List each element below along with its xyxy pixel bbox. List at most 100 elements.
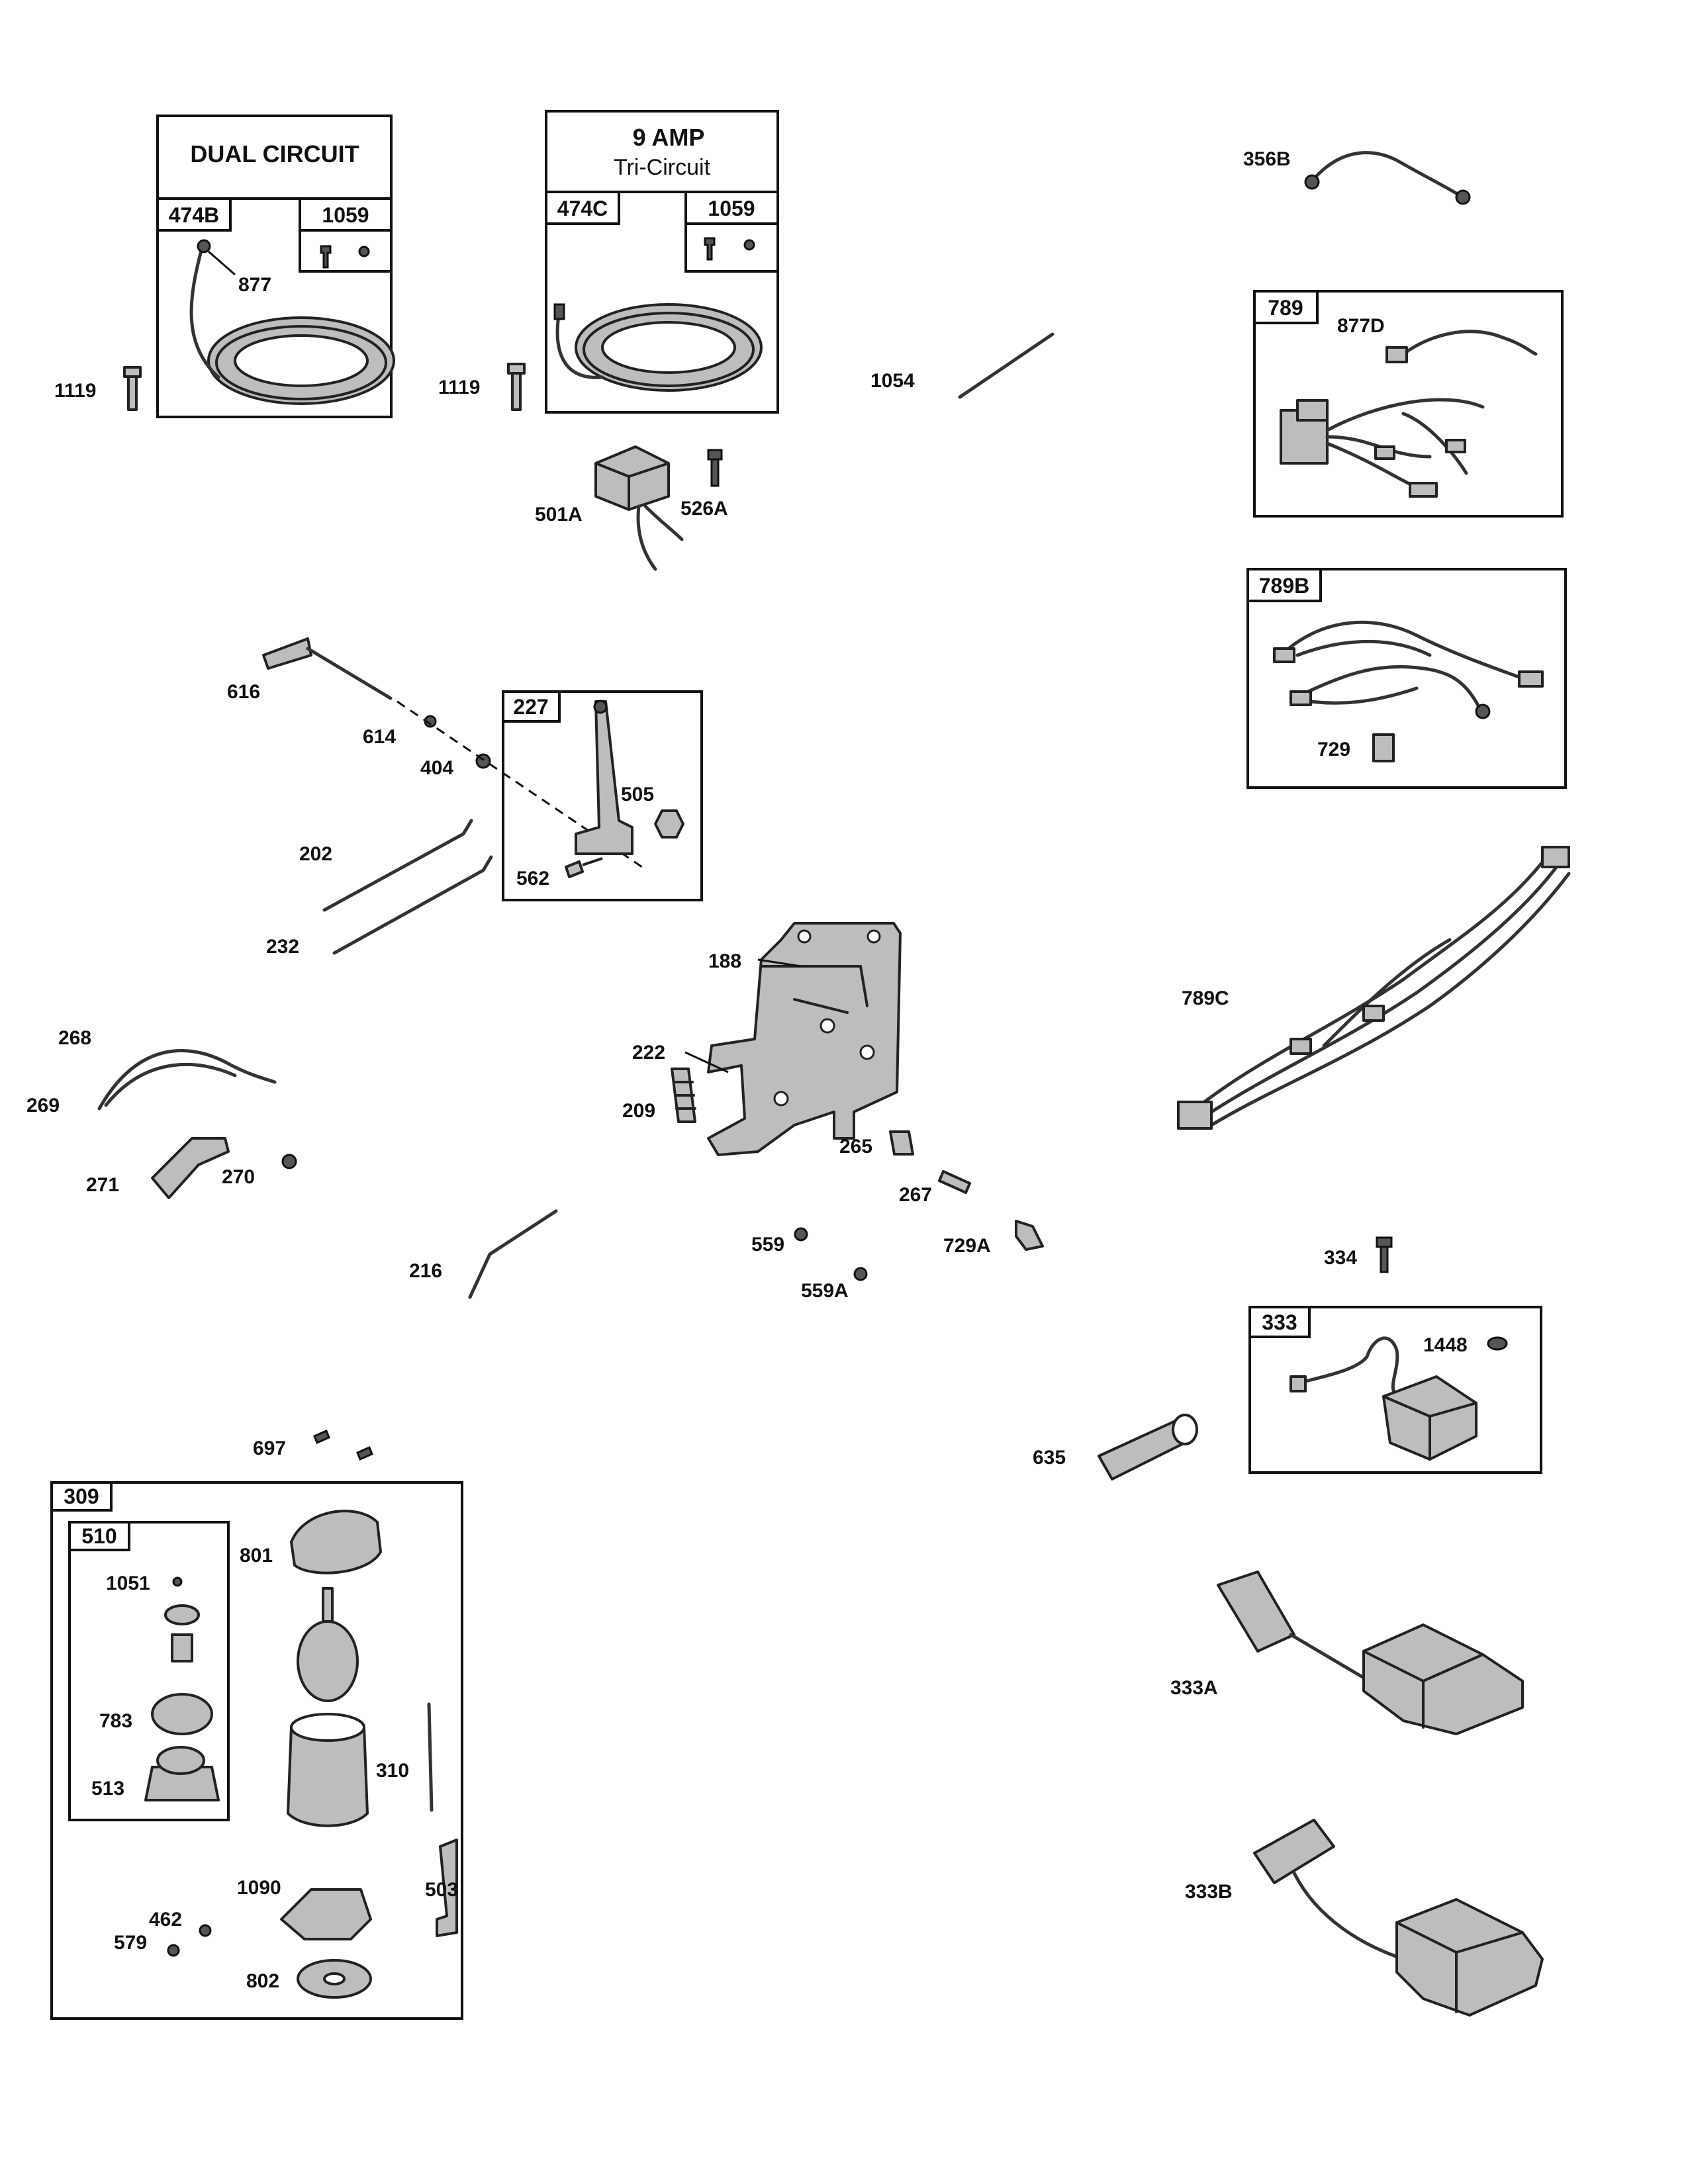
label-334: 334 bbox=[1324, 1247, 1357, 1269]
bracket-503 bbox=[436, 1839, 458, 1937]
label-579: 579 bbox=[114, 1932, 147, 1954]
clip-265 bbox=[889, 1130, 914, 1156]
screw-icon bbox=[320, 245, 332, 269]
label-697: 697 bbox=[253, 1437, 286, 1459]
label-789C: 789C bbox=[1182, 987, 1229, 1009]
housing-310 bbox=[287, 1726, 369, 1827]
label-729: 729 bbox=[1317, 739, 1350, 760]
dual-circuit-title: DUAL CIRCUIT bbox=[190, 140, 359, 167]
label-1051: 1051 bbox=[106, 1572, 150, 1594]
bolt-1119-left bbox=[123, 366, 142, 411]
label-222: 222 bbox=[632, 1042, 665, 1064]
screw-559 bbox=[794, 1227, 808, 1242]
armature-shaft bbox=[322, 1587, 334, 1623]
thru-bolt bbox=[427, 1702, 434, 1812]
washer-icon bbox=[164, 1604, 200, 1625]
label-216: 216 bbox=[409, 1260, 442, 1282]
label-271: 271 bbox=[86, 1174, 119, 1196]
washer-icon bbox=[743, 239, 755, 251]
amp-title: 9 AMP bbox=[633, 124, 705, 151]
ground-wire-356B bbox=[1304, 151, 1471, 205]
screw-icon bbox=[704, 237, 716, 261]
clip-729 bbox=[1372, 733, 1395, 762]
label-202: 202 bbox=[299, 843, 332, 865]
label-1090: 1090 bbox=[237, 1877, 281, 1899]
lever-box-227: 227 505 562 bbox=[502, 690, 703, 901]
spring-icon bbox=[171, 1633, 193, 1662]
box-label-789B: 789B bbox=[1259, 574, 1310, 598]
label-333A: 333A bbox=[1170, 1677, 1218, 1699]
label-267: 267 bbox=[899, 1184, 932, 1206]
screw-559A bbox=[853, 1267, 868, 1281]
label-614: 614 bbox=[363, 726, 396, 748]
nut-270 bbox=[281, 1154, 297, 1169]
box-label-1059-a: 1059 bbox=[322, 203, 369, 227]
label-1119-b: 1119 bbox=[438, 377, 480, 398]
label-333B: 333B bbox=[1185, 1881, 1233, 1903]
screw-334 bbox=[1376, 1236, 1393, 1273]
starter-box-309: 309 510 1051 783 513 801 310 503 1090 46… bbox=[50, 1481, 463, 2020]
label-513: 513 bbox=[91, 1778, 124, 1799]
dual-circuit-box: DUAL CIRCUIT 474B 1059 877 bbox=[156, 114, 395, 418]
bracket-271 bbox=[151, 1137, 230, 1199]
throttle-lever bbox=[575, 700, 633, 855]
box-label-474C: 474C bbox=[557, 197, 608, 220]
tri-circuit-box: 9 AMP Tri-Circuit 474C 1059 bbox=[545, 110, 779, 414]
harness-box-789: 789 877D bbox=[1253, 290, 1564, 518]
label-1119-a: 1119 bbox=[54, 380, 96, 402]
label-877: 877 bbox=[238, 274, 271, 296]
screws-697 bbox=[313, 1429, 373, 1461]
label-268: 268 bbox=[58, 1027, 91, 1049]
label-526A: 526A bbox=[680, 498, 728, 520]
label-877D: 877D bbox=[1337, 315, 1385, 337]
label-265: 265 bbox=[839, 1136, 872, 1158]
clip-1051 bbox=[172, 1576, 183, 1587]
box-label-309: 309 bbox=[64, 1484, 99, 1508]
washer-462 bbox=[199, 1924, 212, 1937]
label-232: 232 bbox=[266, 936, 299, 958]
label-503: 503 bbox=[425, 1879, 458, 1901]
label-562: 562 bbox=[516, 868, 549, 889]
label-269: 269 bbox=[26, 1095, 60, 1116]
control-lever-616 bbox=[262, 637, 393, 700]
washer-579 bbox=[167, 1944, 180, 1957]
label-404: 404 bbox=[420, 757, 453, 779]
washer-1448 bbox=[1487, 1336, 1508, 1351]
label-559A: 559A bbox=[801, 1280, 849, 1302]
label-801: 801 bbox=[240, 1545, 273, 1567]
stator-474C bbox=[553, 303, 763, 392]
pinion-gear-783 bbox=[151, 1693, 213, 1735]
screw-267 bbox=[938, 1170, 971, 1194]
choke-link-232 bbox=[332, 855, 493, 955]
washer-icon bbox=[358, 246, 370, 257]
box-label-333: 333 bbox=[1262, 1310, 1297, 1334]
box-label-474B: 474B bbox=[169, 203, 220, 227]
label-501A: 501A bbox=[535, 504, 583, 525]
label-1448: 1448 bbox=[1423, 1334, 1468, 1356]
label-635: 635 bbox=[1033, 1447, 1066, 1469]
box-label-1059-b: 1059 bbox=[708, 197, 755, 220]
spark-plug-boot-635 bbox=[1098, 1414, 1198, 1480]
tri-circuit-title: Tri-Circuit bbox=[614, 155, 711, 180]
label-616: 616 bbox=[227, 681, 260, 703]
armature-333A bbox=[1217, 1570, 1524, 1735]
end-cap-801 bbox=[290, 1510, 382, 1574]
screw-562 bbox=[565, 857, 603, 878]
ignition-box-333: 333 1448 bbox=[1248, 1306, 1542, 1474]
bolt-1119-mid bbox=[507, 363, 526, 411]
control-cable-268 bbox=[97, 1049, 277, 1111]
regulator-501A bbox=[594, 445, 684, 571]
harness-box-789B: 789B 729 bbox=[1246, 568, 1567, 789]
label-802: 802 bbox=[246, 1970, 279, 1992]
screw-526A bbox=[707, 449, 723, 487]
nut-505 bbox=[654, 809, 684, 839]
label-783: 783 bbox=[99, 1710, 132, 1732]
wire-tie-1054 bbox=[958, 332, 1055, 399]
box-label-227: 227 bbox=[513, 695, 548, 719]
label-462: 462 bbox=[149, 1909, 182, 1931]
label-1054: 1054 bbox=[870, 370, 915, 392]
control-bracket-222 bbox=[707, 922, 902, 1156]
label-559: 559 bbox=[751, 1234, 784, 1255]
box-label-510: 510 bbox=[81, 1524, 117, 1548]
